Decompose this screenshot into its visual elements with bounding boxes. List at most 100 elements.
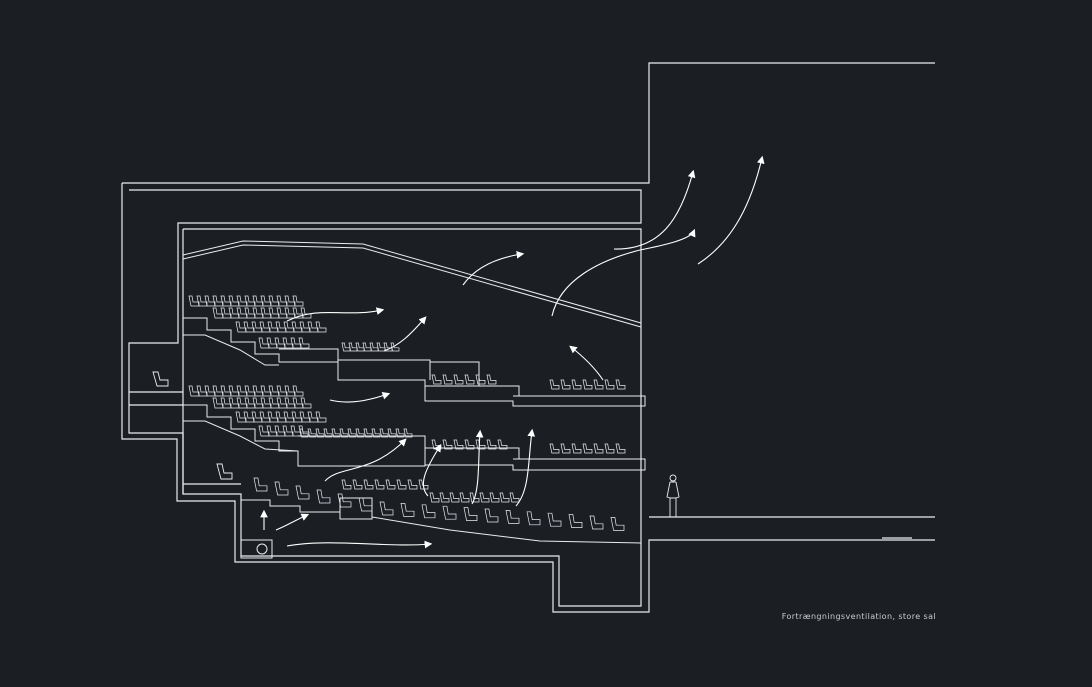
seat-icon bbox=[275, 321, 287, 333]
seat-icon bbox=[497, 439, 508, 450]
seat-icon bbox=[355, 342, 365, 352]
ventilation-outlet-icon bbox=[256, 543, 268, 555]
seat-icon bbox=[283, 321, 295, 333]
seat-icon bbox=[387, 428, 397, 438]
seat-icon bbox=[589, 515, 604, 530]
seat-icon bbox=[453, 439, 464, 450]
seat-icon bbox=[369, 342, 379, 352]
seat-icon bbox=[307, 321, 319, 333]
airflow-arrow bbox=[286, 307, 385, 322]
seat-icon bbox=[484, 508, 499, 523]
seat-icon bbox=[315, 411, 327, 423]
seat-icon bbox=[431, 374, 442, 385]
seat-icon bbox=[259, 321, 271, 333]
seat-icon bbox=[396, 479, 407, 490]
seat-icon bbox=[475, 374, 486, 385]
stalls-front bbox=[241, 497, 373, 520]
seat-icon bbox=[244, 295, 256, 307]
seat-icon bbox=[292, 385, 304, 397]
seat-icon bbox=[418, 479, 429, 490]
seat-icon bbox=[315, 428, 325, 438]
seat-icon bbox=[299, 321, 311, 333]
seat-icon bbox=[252, 307, 264, 319]
seat-icon bbox=[363, 428, 373, 438]
seat-icon bbox=[593, 443, 604, 454]
seat-icon bbox=[363, 479, 374, 490]
airflow-arrow bbox=[462, 250, 525, 286]
seat-icon bbox=[236, 397, 248, 409]
seat-icon bbox=[275, 411, 287, 423]
seat-icon bbox=[307, 411, 319, 423]
seat-icon bbox=[453, 374, 464, 385]
seat-icon bbox=[212, 295, 224, 307]
airflow-arrow bbox=[324, 438, 407, 482]
seat-icon bbox=[252, 385, 264, 397]
seat-icon bbox=[228, 385, 240, 397]
seat-icon bbox=[489, 492, 500, 503]
seat-icon bbox=[268, 385, 280, 397]
seat-icon bbox=[400, 503, 415, 517]
seat-icon bbox=[228, 397, 240, 409]
seat-icon bbox=[469, 492, 480, 503]
seat-icon bbox=[268, 307, 280, 319]
seat-icon bbox=[582, 379, 593, 390]
seat-icon bbox=[295, 485, 310, 500]
seat-icon bbox=[276, 307, 288, 319]
inner-wall bbox=[128, 189, 642, 607]
seat-icon bbox=[307, 428, 317, 438]
seat-icon bbox=[331, 428, 341, 438]
lower-balcony-soffit bbox=[183, 420, 299, 452]
seat-icon bbox=[204, 385, 216, 397]
seat-icon bbox=[276, 295, 288, 307]
seat-icon bbox=[284, 295, 296, 307]
seat-icon bbox=[475, 439, 486, 450]
seat-icon bbox=[282, 425, 294, 437]
seat-icon bbox=[260, 295, 272, 307]
seat-icon bbox=[347, 428, 357, 438]
seat-icon bbox=[407, 479, 418, 490]
seat-icon bbox=[188, 295, 200, 307]
seat-icon bbox=[604, 443, 615, 454]
seat-icon bbox=[464, 439, 475, 450]
seat-icon bbox=[593, 379, 604, 390]
seat-icon bbox=[549, 443, 560, 454]
seat-icon bbox=[439, 492, 450, 503]
seat-icon bbox=[486, 374, 497, 385]
seat-icon bbox=[196, 385, 208, 397]
seat-icon bbox=[549, 379, 560, 390]
seat-icon bbox=[260, 385, 272, 397]
seat-icon bbox=[499, 492, 510, 503]
airflow-arrow bbox=[515, 428, 536, 507]
lower-balcony bbox=[183, 404, 646, 471]
seat-icon bbox=[251, 411, 263, 423]
seat-icon bbox=[341, 479, 352, 490]
seat-icon bbox=[582, 443, 593, 454]
seat-icon bbox=[362, 342, 372, 352]
box-seat-icon bbox=[152, 371, 169, 387]
seat-icon bbox=[463, 507, 478, 521]
seat-icon bbox=[291, 321, 303, 333]
seat-icon bbox=[464, 374, 475, 385]
seat-icon bbox=[449, 492, 460, 503]
seat-icon bbox=[355, 428, 365, 438]
seat-icon bbox=[560, 443, 571, 454]
seat-icon bbox=[236, 307, 248, 319]
seat-icon bbox=[442, 505, 457, 520]
seat-icon bbox=[316, 489, 331, 504]
outer-wall-left bbox=[121, 183, 935, 613]
seat-icon bbox=[274, 481, 289, 496]
seat-icon bbox=[337, 493, 352, 508]
seat-icon bbox=[236, 295, 248, 307]
seat-icon bbox=[421, 504, 436, 519]
outer-wall bbox=[122, 62, 935, 184]
seat-icon bbox=[298, 337, 310, 349]
airflow-arrow bbox=[569, 345, 604, 381]
seat-icon bbox=[479, 492, 490, 503]
building-walls bbox=[121, 62, 935, 613]
seat-icon bbox=[395, 428, 405, 438]
seat-icon bbox=[212, 385, 224, 397]
hall-wall bbox=[183, 228, 642, 540]
seat-icon bbox=[568, 514, 583, 528]
airflow-arrow bbox=[275, 513, 310, 531]
balcony-structures bbox=[183, 317, 646, 559]
